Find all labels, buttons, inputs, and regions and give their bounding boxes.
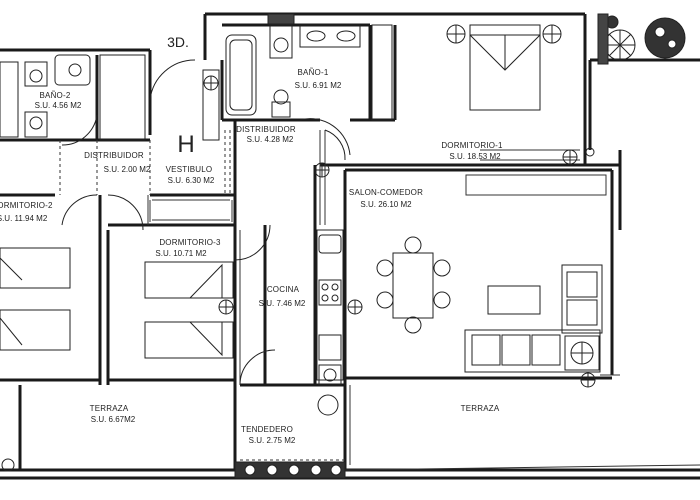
room-area-bano-1: S.U. 6.91 M2	[295, 81, 342, 90]
room-name-distribuidor-2: DISTRIBUIDOR	[84, 151, 144, 160]
room-area-cocina: S.U. 7.46 M2	[259, 299, 306, 308]
room-area-terraza-1: S.U. 6.67M2	[91, 415, 136, 424]
room-area-distribuidor-1: S.U. 4.28 M2	[247, 135, 294, 144]
room-area-dormitorio-2: S.U. 11.94 M2	[0, 214, 48, 223]
room-area-dormitorio-1: S.U. 18.53 M2	[449, 152, 501, 161]
fixtures	[0, 13, 603, 472]
planter-strip	[234, 461, 346, 479]
room-name-terraza-2: TERRAZA	[461, 404, 500, 413]
garden-plants	[597, 13, 686, 65]
room-name-terraza-1: TERRAZA	[90, 404, 129, 413]
room-name-bano-2: BAÑO-2	[40, 91, 71, 100]
room-area-distribuidor-2: S.U. 2.00 M2	[104, 165, 151, 174]
room-name-dormitorio-2: DORMITORIO-2	[0, 201, 53, 210]
room-name-vestibulo: VESTIBULO	[166, 165, 213, 174]
door-swings	[61, 59, 351, 386]
room-name-dormitorio-1: DORMITORIO-1	[441, 141, 503, 150]
room-area-salon-comedor: S.U. 26.10 M2	[360, 200, 412, 209]
room-name-dormitorio-3: DORMITORIO-3	[159, 238, 221, 247]
room-name-salon-comedor: SALON-COMEDOR	[349, 188, 423, 197]
room-area-dormitorio-3: S.U. 10.71 M2	[155, 249, 207, 258]
entrance-letter: H	[177, 131, 194, 158]
room-name-distribuidor-1: DISTRIBUIDOR	[236, 125, 296, 134]
room-name-tendedero: TENDEDERO	[241, 425, 293, 434]
dashed-lines	[59, 130, 345, 461]
thin-lines	[147, 130, 700, 471]
room-name-cocina: COCINA	[267, 285, 300, 294]
room-area-tendedero: S.U. 2.75 M2	[249, 436, 296, 445]
room-area-vestibulo: S.U. 6.30 M2	[168, 176, 215, 185]
room-name-bano-1: BAÑO-1	[298, 68, 329, 77]
room-area-bano-2: S.U. 4.56 M2	[35, 101, 82, 110]
unit-code: 3D.	[167, 34, 189, 50]
